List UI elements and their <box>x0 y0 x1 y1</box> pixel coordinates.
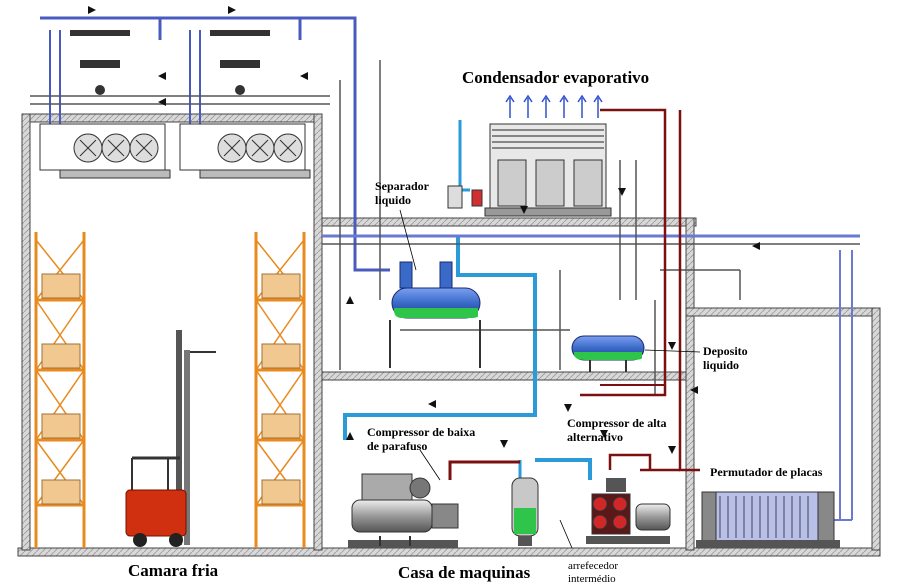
machine-room-label: Casa de maquinas <box>398 563 531 582</box>
cold-room-label: Camara fria <box>128 561 219 580</box>
plate-heat-exchanger <box>696 491 840 548</box>
evaporative-condenser <box>447 94 612 217</box>
separator-tank <box>389 261 481 368</box>
storage-racks <box>34 232 306 548</box>
separator-label: Separador liquido <box>375 179 429 207</box>
forklift <box>125 330 216 547</box>
high-compressor-label: Compressor de alta alternativo <box>567 416 667 444</box>
condenser-label: Condensador evaporativo <box>462 68 650 87</box>
heat-exchanger-label: Permutador de placas <box>710 465 823 479</box>
rack-right <box>254 232 306 548</box>
flow-arrows <box>88 6 760 454</box>
intercooler <box>511 477 539 546</box>
receiver-label: Deposito liquido <box>703 344 748 372</box>
leader-lines <box>399 209 701 549</box>
screw-compressor <box>348 473 459 548</box>
reciprocating-compressor <box>586 478 671 544</box>
low-compressor-label: Compressor de baixa de parafuso <box>367 425 476 453</box>
liquid-receiver-tank <box>571 335 645 372</box>
intercooler-label: arrefecedor intermédio <box>568 560 619 585</box>
building-structure <box>17 113 881 557</box>
rack-left <box>34 232 86 548</box>
evaporator-units <box>39 30 311 179</box>
